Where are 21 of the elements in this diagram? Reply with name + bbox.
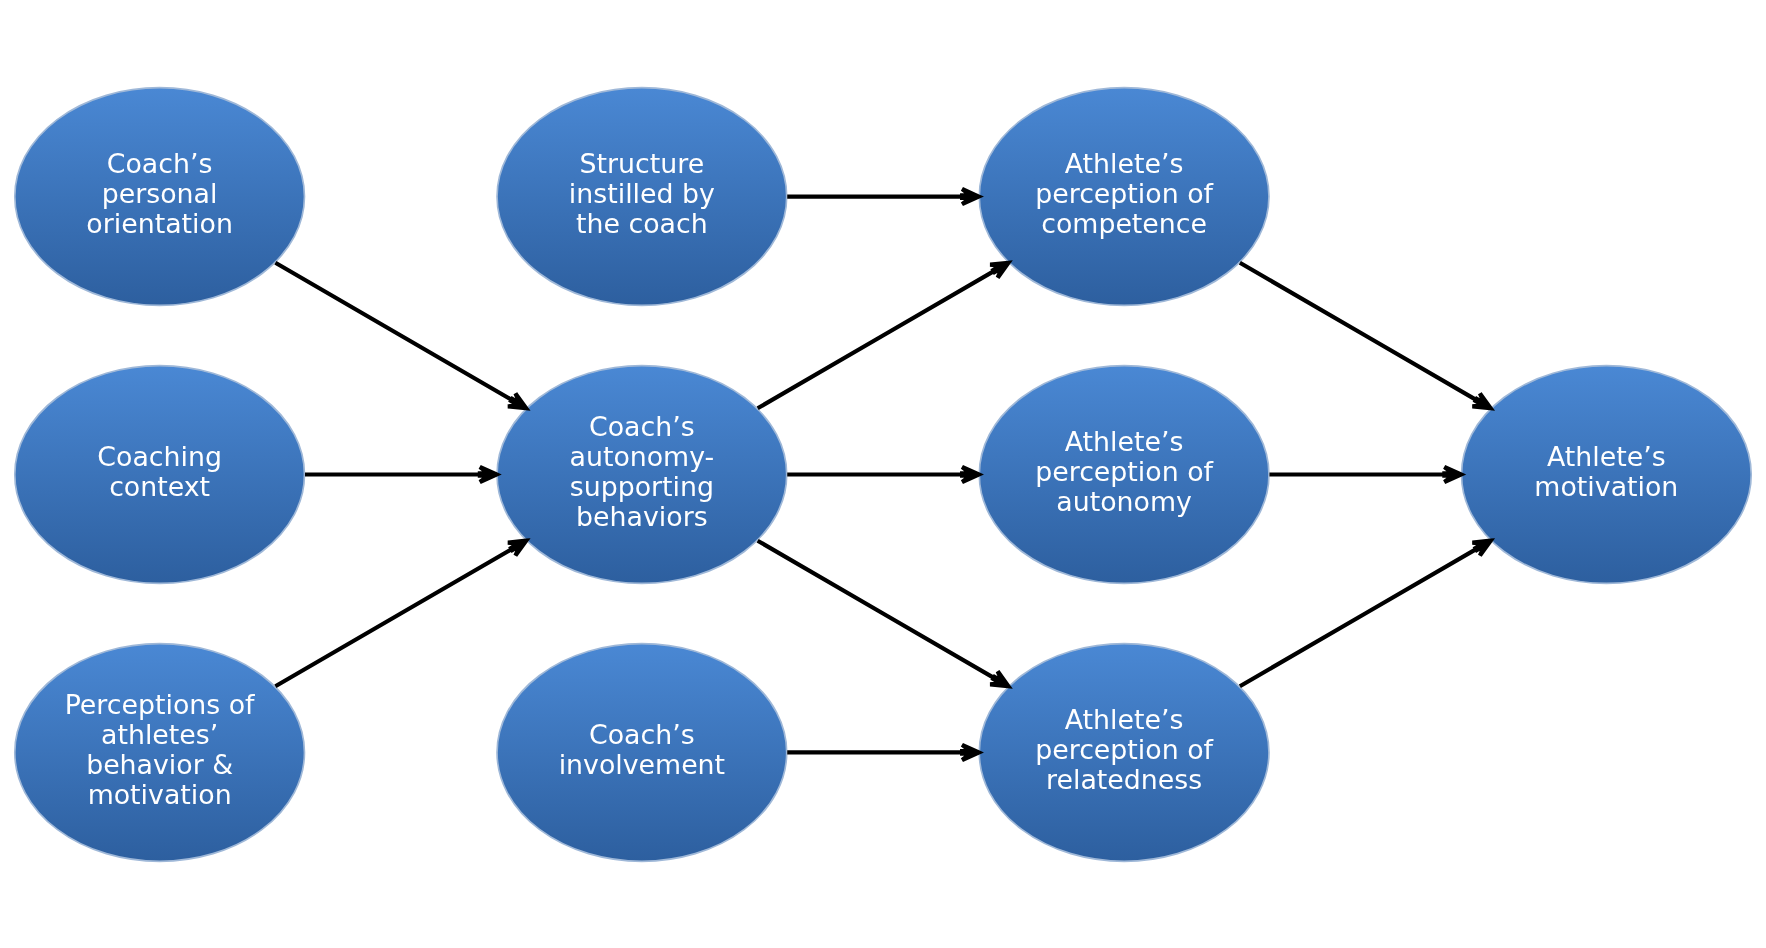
arrow bbox=[756, 538, 1011, 688]
arrow bbox=[274, 260, 529, 410]
node-ellipse: Athlete’s perception of autonomy bbox=[978, 364, 1270, 584]
arrow bbox=[274, 538, 529, 688]
arrow bbox=[1238, 538, 1493, 688]
arrow bbox=[787, 742, 981, 762]
node-ellipse: Athlete’s perception of competence bbox=[978, 86, 1270, 306]
node-ellipse: Athlete’s perception of relatedness bbox=[978, 642, 1270, 862]
node-ellipse: Structure instilled by the coach bbox=[496, 86, 788, 306]
arrow bbox=[787, 464, 981, 484]
arrow bbox=[787, 186, 981, 206]
node-ellipse: Perceptions of athletes’ behavior & motivation bbox=[13, 642, 306, 862]
node-ellipse: Athlete’s motivation bbox=[1460, 364, 1753, 584]
arrow bbox=[1238, 260, 1493, 410]
arrow bbox=[1269, 464, 1464, 484]
arrow bbox=[756, 260, 1011, 410]
node-ellipse: Coach’s involvement bbox=[496, 642, 788, 862]
node-ellipse: Coach’s personal orientation bbox=[13, 86, 306, 306]
node-ellipse: Coaching context bbox=[13, 364, 306, 584]
node-ellipse: Coach’s autonomy-supporting behaviors bbox=[496, 364, 788, 584]
arrow bbox=[305, 464, 499, 484]
